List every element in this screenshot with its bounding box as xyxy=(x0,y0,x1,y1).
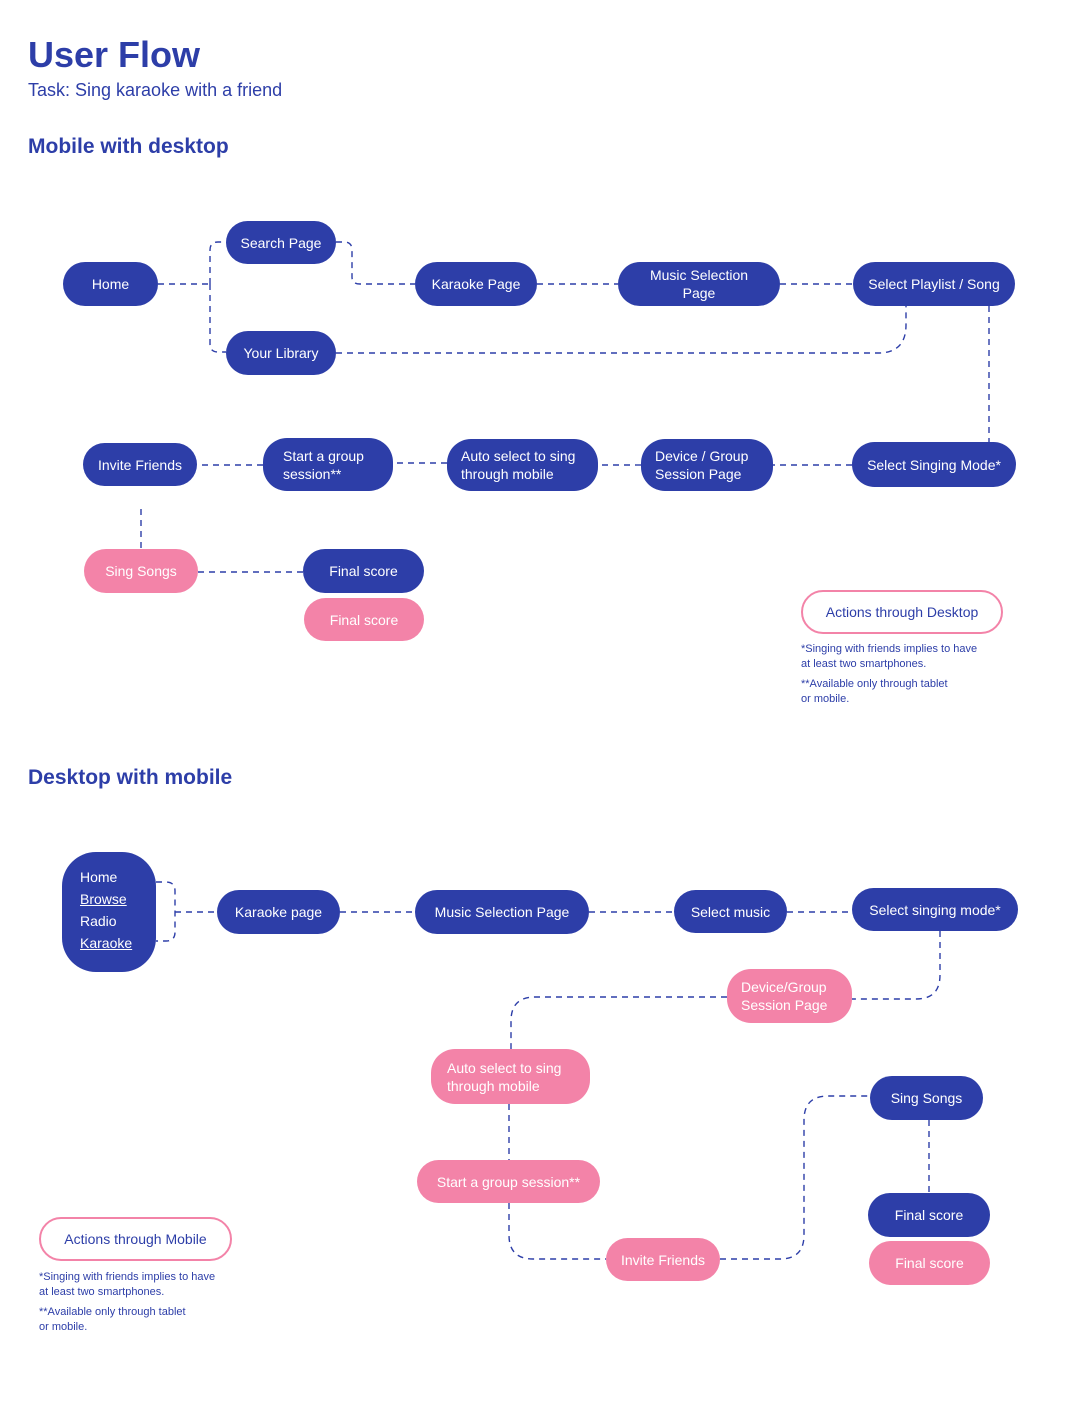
connector-menu-karaoke xyxy=(156,881,176,942)
node-invite-friends[interactable]: Invite Friends xyxy=(83,443,197,486)
node-final-score-blue-2[interactable]: Final score xyxy=(868,1193,990,1237)
footnote-tablet-mobile: **Available only through tablet or mobil… xyxy=(801,678,948,705)
footnote-tablet-mobile-2: **Available only through tablet or mobil… xyxy=(39,1306,186,1333)
section-title-desktop-with-mobile: Desktop with mobile xyxy=(28,766,233,789)
node-device-group-session-page[interactable]: Device / Group Session Page xyxy=(641,439,773,491)
node-karaoke-page[interactable]: Karaoke Page xyxy=(415,262,537,306)
connector-branch-library xyxy=(209,284,226,353)
node-music-selection-page-2[interactable]: Music Selection Page xyxy=(415,890,589,934)
menu-item-browse[interactable]: Browse xyxy=(80,891,127,907)
node-final-score-blue[interactable]: Final score xyxy=(303,549,424,593)
node-your-library[interactable]: Your Library xyxy=(226,331,336,375)
node-auto-select-mobile[interactable]: Auto select to sing through mobile xyxy=(447,439,598,491)
node-start-group-session[interactable]: Start a group session** xyxy=(263,438,393,491)
connector-search-karaoke xyxy=(336,241,415,285)
menu-item-radio[interactable]: Radio xyxy=(80,913,117,929)
legend-actions-through-desktop: Actions through Desktop xyxy=(801,590,1003,634)
node-start-group-session-2[interactable]: Start a group session** xyxy=(417,1160,600,1203)
node-desktop-menu: Home Browse Radio Karaoke xyxy=(62,852,156,972)
node-karaoke-page-2[interactable]: Karaoke page xyxy=(217,890,340,934)
connector-invite-sing-2 xyxy=(720,1095,870,1260)
connector-mode-device-2 xyxy=(852,931,941,1000)
footnote-smartphones-2: *Singing with friends implies to have at… xyxy=(39,1271,216,1298)
node-select-singing-mode-2[interactable]: Select singing mode* xyxy=(852,888,1018,931)
connector-device-auto-2 xyxy=(510,996,727,1049)
node-sing-songs[interactable]: Sing Songs xyxy=(84,549,198,593)
node-auto-select-mobile-2[interactable]: Auto select to sing through mobile xyxy=(431,1049,590,1104)
connector-branch-search xyxy=(209,241,226,284)
page-subtitle: Task: Sing karaoke with a friend xyxy=(28,80,283,100)
node-sing-songs-2[interactable]: Sing Songs xyxy=(870,1076,983,1120)
node-home[interactable]: Home xyxy=(63,262,158,306)
legend-actions-through-mobile: Actions through Mobile xyxy=(39,1217,232,1261)
node-search-page[interactable]: Search Page xyxy=(226,221,336,264)
node-select-playlist-song[interactable]: Select Playlist / Song xyxy=(853,262,1015,306)
menu-item-karaoke[interactable]: Karaoke xyxy=(80,935,133,951)
node-select-music[interactable]: Select music xyxy=(674,890,787,933)
node-device-group-session-page-2[interactable]: Device/Group Session Page xyxy=(727,969,852,1023)
page-title: User Flow xyxy=(28,34,201,75)
section-title-mobile-with-desktop: Mobile with desktop xyxy=(28,135,229,158)
footnote-smartphones: *Singing with friends implies to have at… xyxy=(801,643,978,670)
node-select-singing-mode[interactable]: Select Singing Mode* xyxy=(852,442,1016,487)
menu-item-home[interactable]: Home xyxy=(80,869,118,885)
node-final-score-pink-2[interactable]: Final score xyxy=(869,1241,990,1285)
node-invite-friends-2[interactable]: Invite Friends xyxy=(606,1238,720,1281)
node-music-selection-page[interactable]: Music Selection Page xyxy=(618,262,780,306)
connector-library-playlist xyxy=(336,306,907,354)
node-final-score-pink[interactable]: Final score xyxy=(304,598,424,641)
connector-group-invite-2 xyxy=(508,1203,606,1260)
